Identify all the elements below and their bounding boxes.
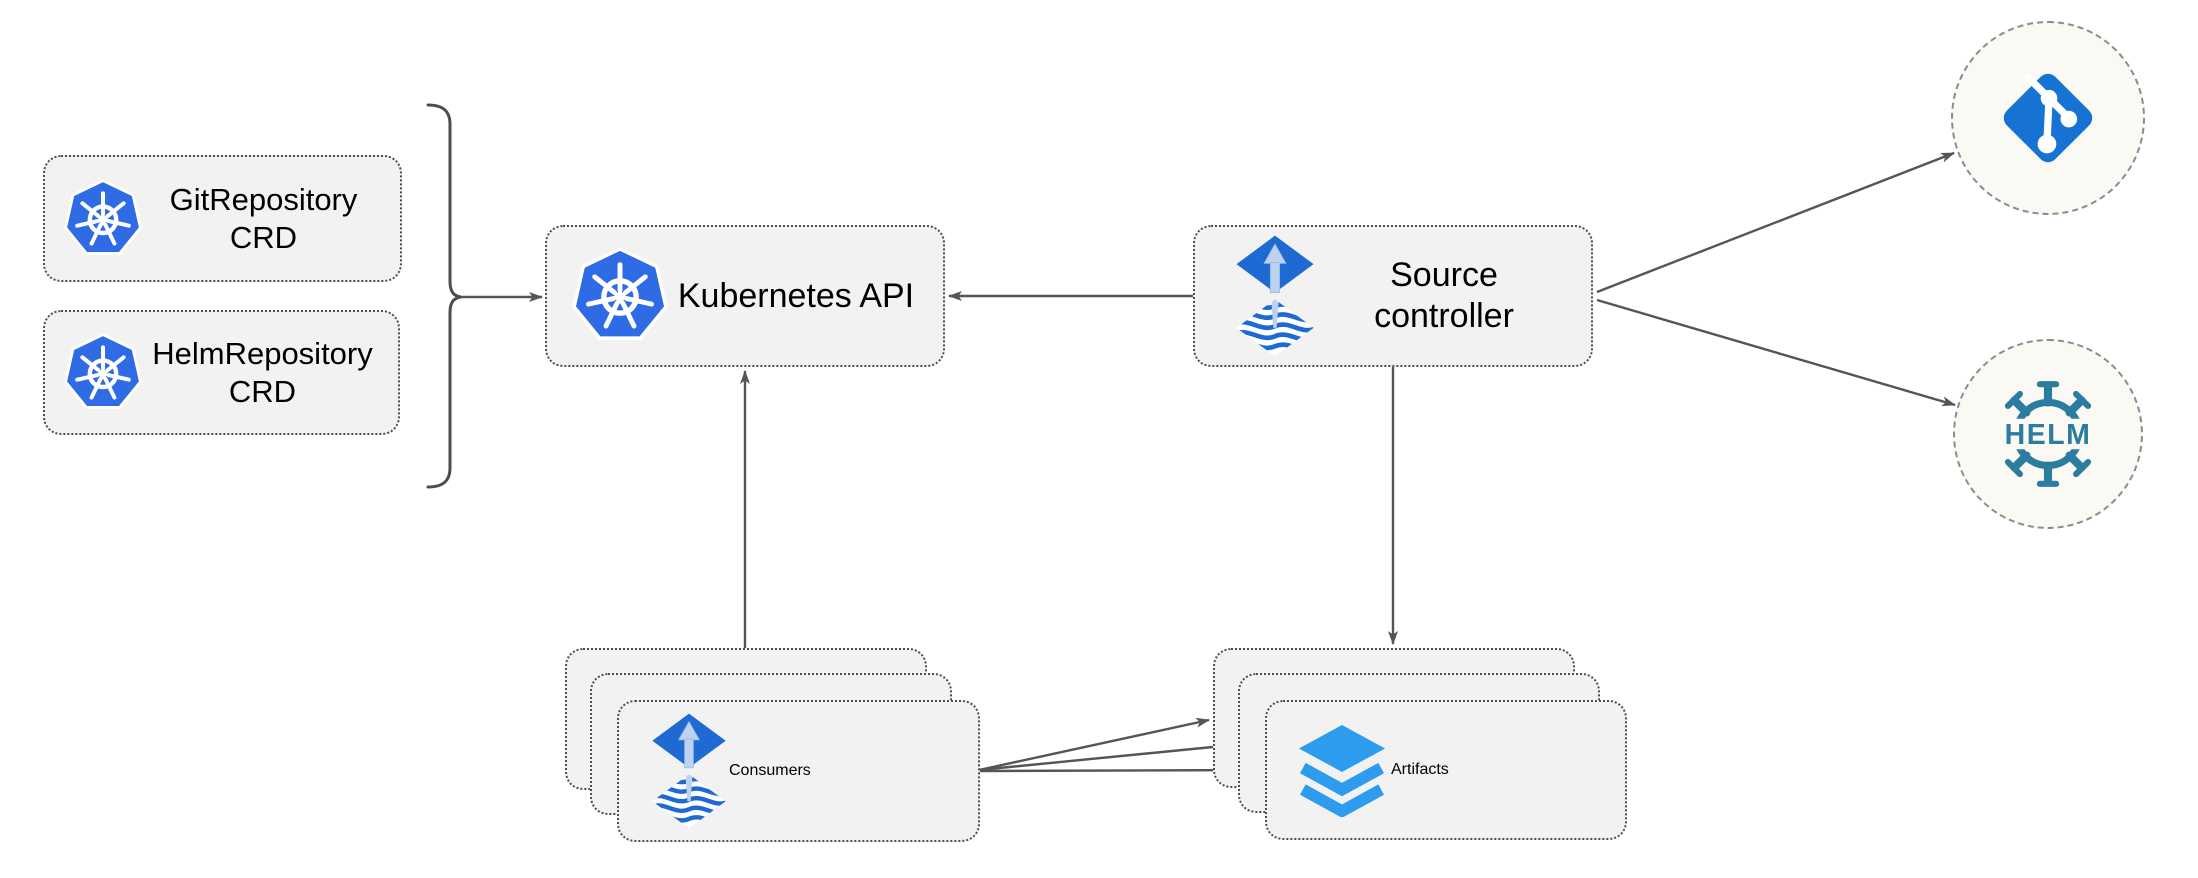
- layers-icon: [1293, 723, 1391, 817]
- kubernetes-icon: [63, 332, 143, 413]
- crd-group-brace: [426, 103, 462, 489]
- git-icon: [1996, 66, 2100, 170]
- node-artifacts: Artifacts: [1265, 700, 1627, 840]
- node-artifacts-stack: Artifacts: [1213, 648, 1627, 840]
- node-label: GitRepository CRD: [169, 182, 358, 255]
- helm-logo-text: HELM: [2005, 419, 2092, 451]
- node-git-remote: [1951, 21, 2145, 215]
- node-helm-remote: HELM: [1953, 339, 2143, 529]
- node-consumers-stack: Consumers: [565, 648, 980, 842]
- kubernetes-icon: [63, 178, 143, 259]
- node-consumers: Consumers: [617, 700, 980, 842]
- kubernetes-icon: [571, 247, 669, 345]
- node-label: Consumers: [729, 762, 811, 779]
- arrow-consumers-to-artifacts-back: [978, 717, 1210, 772]
- node-source-controller: Source controller: [1193, 225, 1593, 367]
- node-label: Artifacts: [1391, 761, 1449, 778]
- flux-icon: [649, 712, 729, 830]
- helm-icon: HELM: [1987, 378, 2109, 490]
- node-git-repository-crd: GitRepository CRD: [43, 155, 402, 282]
- arrow-consumers-to-artifacts-middle: [978, 741, 1234, 772]
- arrow-source-to-helm: [1596, 298, 1956, 407]
- node-helm-repository-crd: HelmRepository CRD: [43, 310, 400, 435]
- flux-icon: [1233, 234, 1317, 358]
- node-kubernetes-api: Kubernetes API: [545, 225, 945, 367]
- arrow-source-to-git: [1596, 151, 1955, 294]
- node-label: Source controller: [1374, 256, 1514, 335]
- node-label: HelmRepository CRD: [152, 336, 373, 409]
- node-label: Kubernetes API: [677, 276, 915, 315]
